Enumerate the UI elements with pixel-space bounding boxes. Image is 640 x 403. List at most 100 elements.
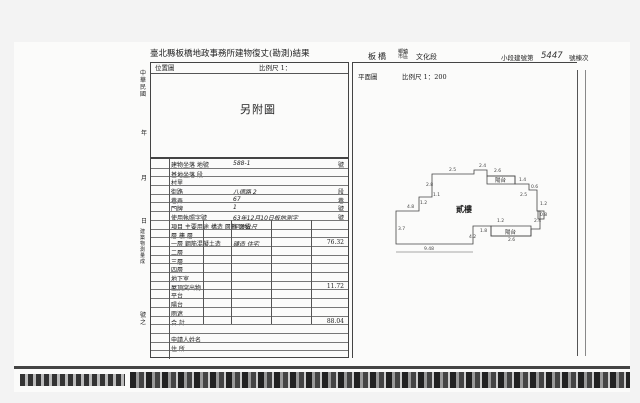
form-row-label: 二層 [171,249,184,257]
section-name: 文化段 [416,53,437,61]
form-row: 巷弄 67 巷 [151,193,348,205]
form-row-label: 住 所 [171,345,185,353]
form-column-line [203,219,204,325]
form-row: 合 計 88.04 [151,315,348,327]
form-row [151,350,348,359]
form-row-value: 1 [233,204,237,212]
dim-label: 4.2 [469,234,476,240]
location-map-box: 位置圖 比例尺 1： 另附圖 [150,62,349,158]
dim-label: 4.8 [407,204,414,210]
form-row-label: 陽台 [171,302,184,310]
form-row: 住 所 [151,341,348,353]
form-row: 三層 [151,254,348,266]
building-number: 5447 [541,51,563,61]
form-row-unit: 號 [337,215,344,223]
location-map-label: 位置圖 [155,64,175,72]
section-label: 鄉鎮市區 [398,49,409,60]
dim-label: 2.5 [449,167,456,173]
dim-label: 2.6 [508,237,515,243]
form-row-label: 平台 [171,293,184,301]
form-row-unit: 號 [337,206,344,214]
form-row: 申請人姓名 [151,332,348,344]
form-row: 街路 八德路 2 段 [151,185,348,197]
form-column-line [311,219,312,325]
form-row-label: 申請人姓名 [171,336,202,344]
form-row-label: 地下室 [171,276,190,284]
margin-seal-text: 號之 [140,312,147,326]
margin-year: 年 [141,130,148,137]
dim-label: 2.4 [479,163,486,169]
form-row-unit: 11.72 [326,282,344,290]
form-row-unit: 76.32 [326,239,344,247]
dim-label: 1.2 [540,201,547,207]
form-row-label: 雨遮 [171,310,184,318]
small-section-label: 小段建號第 [501,54,534,62]
form-row-value: 八德路 2 [233,189,257,197]
balcony-top-label: 陽台 [495,176,507,184]
survey-title: 臺北縣板橋地政事務所建物復丈(勘測)結果 [150,49,310,59]
form-row: 陽台 [151,298,348,310]
dim-label: 0.8 [540,212,547,218]
form-row-label: 門牌 [171,206,184,214]
form-row-value: 588-1 [233,160,251,167]
form-row-label: 村里 [171,180,184,188]
form-column-line [231,219,232,325]
floor-label: 貳樓 [456,204,472,214]
form-row: 項目 主要用途 構造 層數 面積平方公尺 [151,219,348,231]
form-row: 雨遮 [151,306,348,318]
dim-label: 1.2 [420,200,427,206]
form-row: 屋頂突出物 11.72 [151,280,348,292]
floorplan-scale: 比例尺 1：200 [402,73,447,81]
form-row-label: 使用執照字號 [171,215,208,223]
form-row: 二層 [151,245,348,257]
balcony-bottom-label: 陽台 [505,228,517,236]
form-row-label: 三層 [171,258,184,266]
form-row-label: 合 計 [171,319,185,327]
dim-label: 1.4 [519,177,526,183]
margin-day: 日 [141,218,148,225]
form-row: 平台 [151,289,348,301]
form-row-unit: 巷 [337,197,344,205]
dim-label: 2.8 [426,182,433,188]
form-row-label: 街路 [171,189,184,197]
form-row: 門牌 1 號 [151,202,348,214]
form-row-label: 屋頂突出物 [171,284,202,292]
small-projection [537,210,545,220]
dim-label: 2.5 [520,192,527,198]
dim-label: 1.8 [480,228,487,234]
dim-label: 2.6 [494,168,501,174]
form-row-value: 67 [233,195,241,203]
balcony-bottom-outline [490,225,532,237]
form-column-line [169,159,170,359]
form-row: 一層 鋼筋混凝土造 磚造 住宅 76.32 [151,237,348,249]
building-number-suffix: 號棟次 [569,54,589,62]
form-row [151,324,348,333]
dim-label: 9.48 [424,246,434,252]
location-map-note: 另附圖 [240,103,276,116]
form-row: 層 樓 層 [151,228,348,240]
form-row-unit: 88.04 [326,317,344,325]
bottom-redacted-strip-left [20,374,125,386]
form-row-label: 一層 鋼筋混凝土造 [171,241,221,249]
form-row-label: 巷弄 [171,197,184,205]
dim-label: 3.7 [398,226,405,232]
bottom-redacted-strip [130,372,630,388]
dim-label: 0.6 [531,184,538,190]
form-row-label: 基地坐落 段 [171,171,203,179]
form-row-label: 層 樓 層 [171,232,193,240]
form-column-line [271,219,272,325]
form-row: 基地坐落 段 [151,167,348,179]
form-row-unit: 段 [337,189,344,197]
margin-year-chars: 中華民國 [140,70,147,98]
form-row-label: 建物坐落 地號 [171,162,209,169]
form-row: 村里 [151,176,348,188]
form-row-label: 項目 主要用途 構造 層數 面積 [171,223,251,231]
dim-label: 1.1 [433,192,440,198]
form-row-label: 四層 [171,267,184,275]
form-row-value: 磚造 住宅 [233,241,259,249]
balcony-top-outline [486,175,516,185]
dim-label: 1.2 [497,218,504,224]
